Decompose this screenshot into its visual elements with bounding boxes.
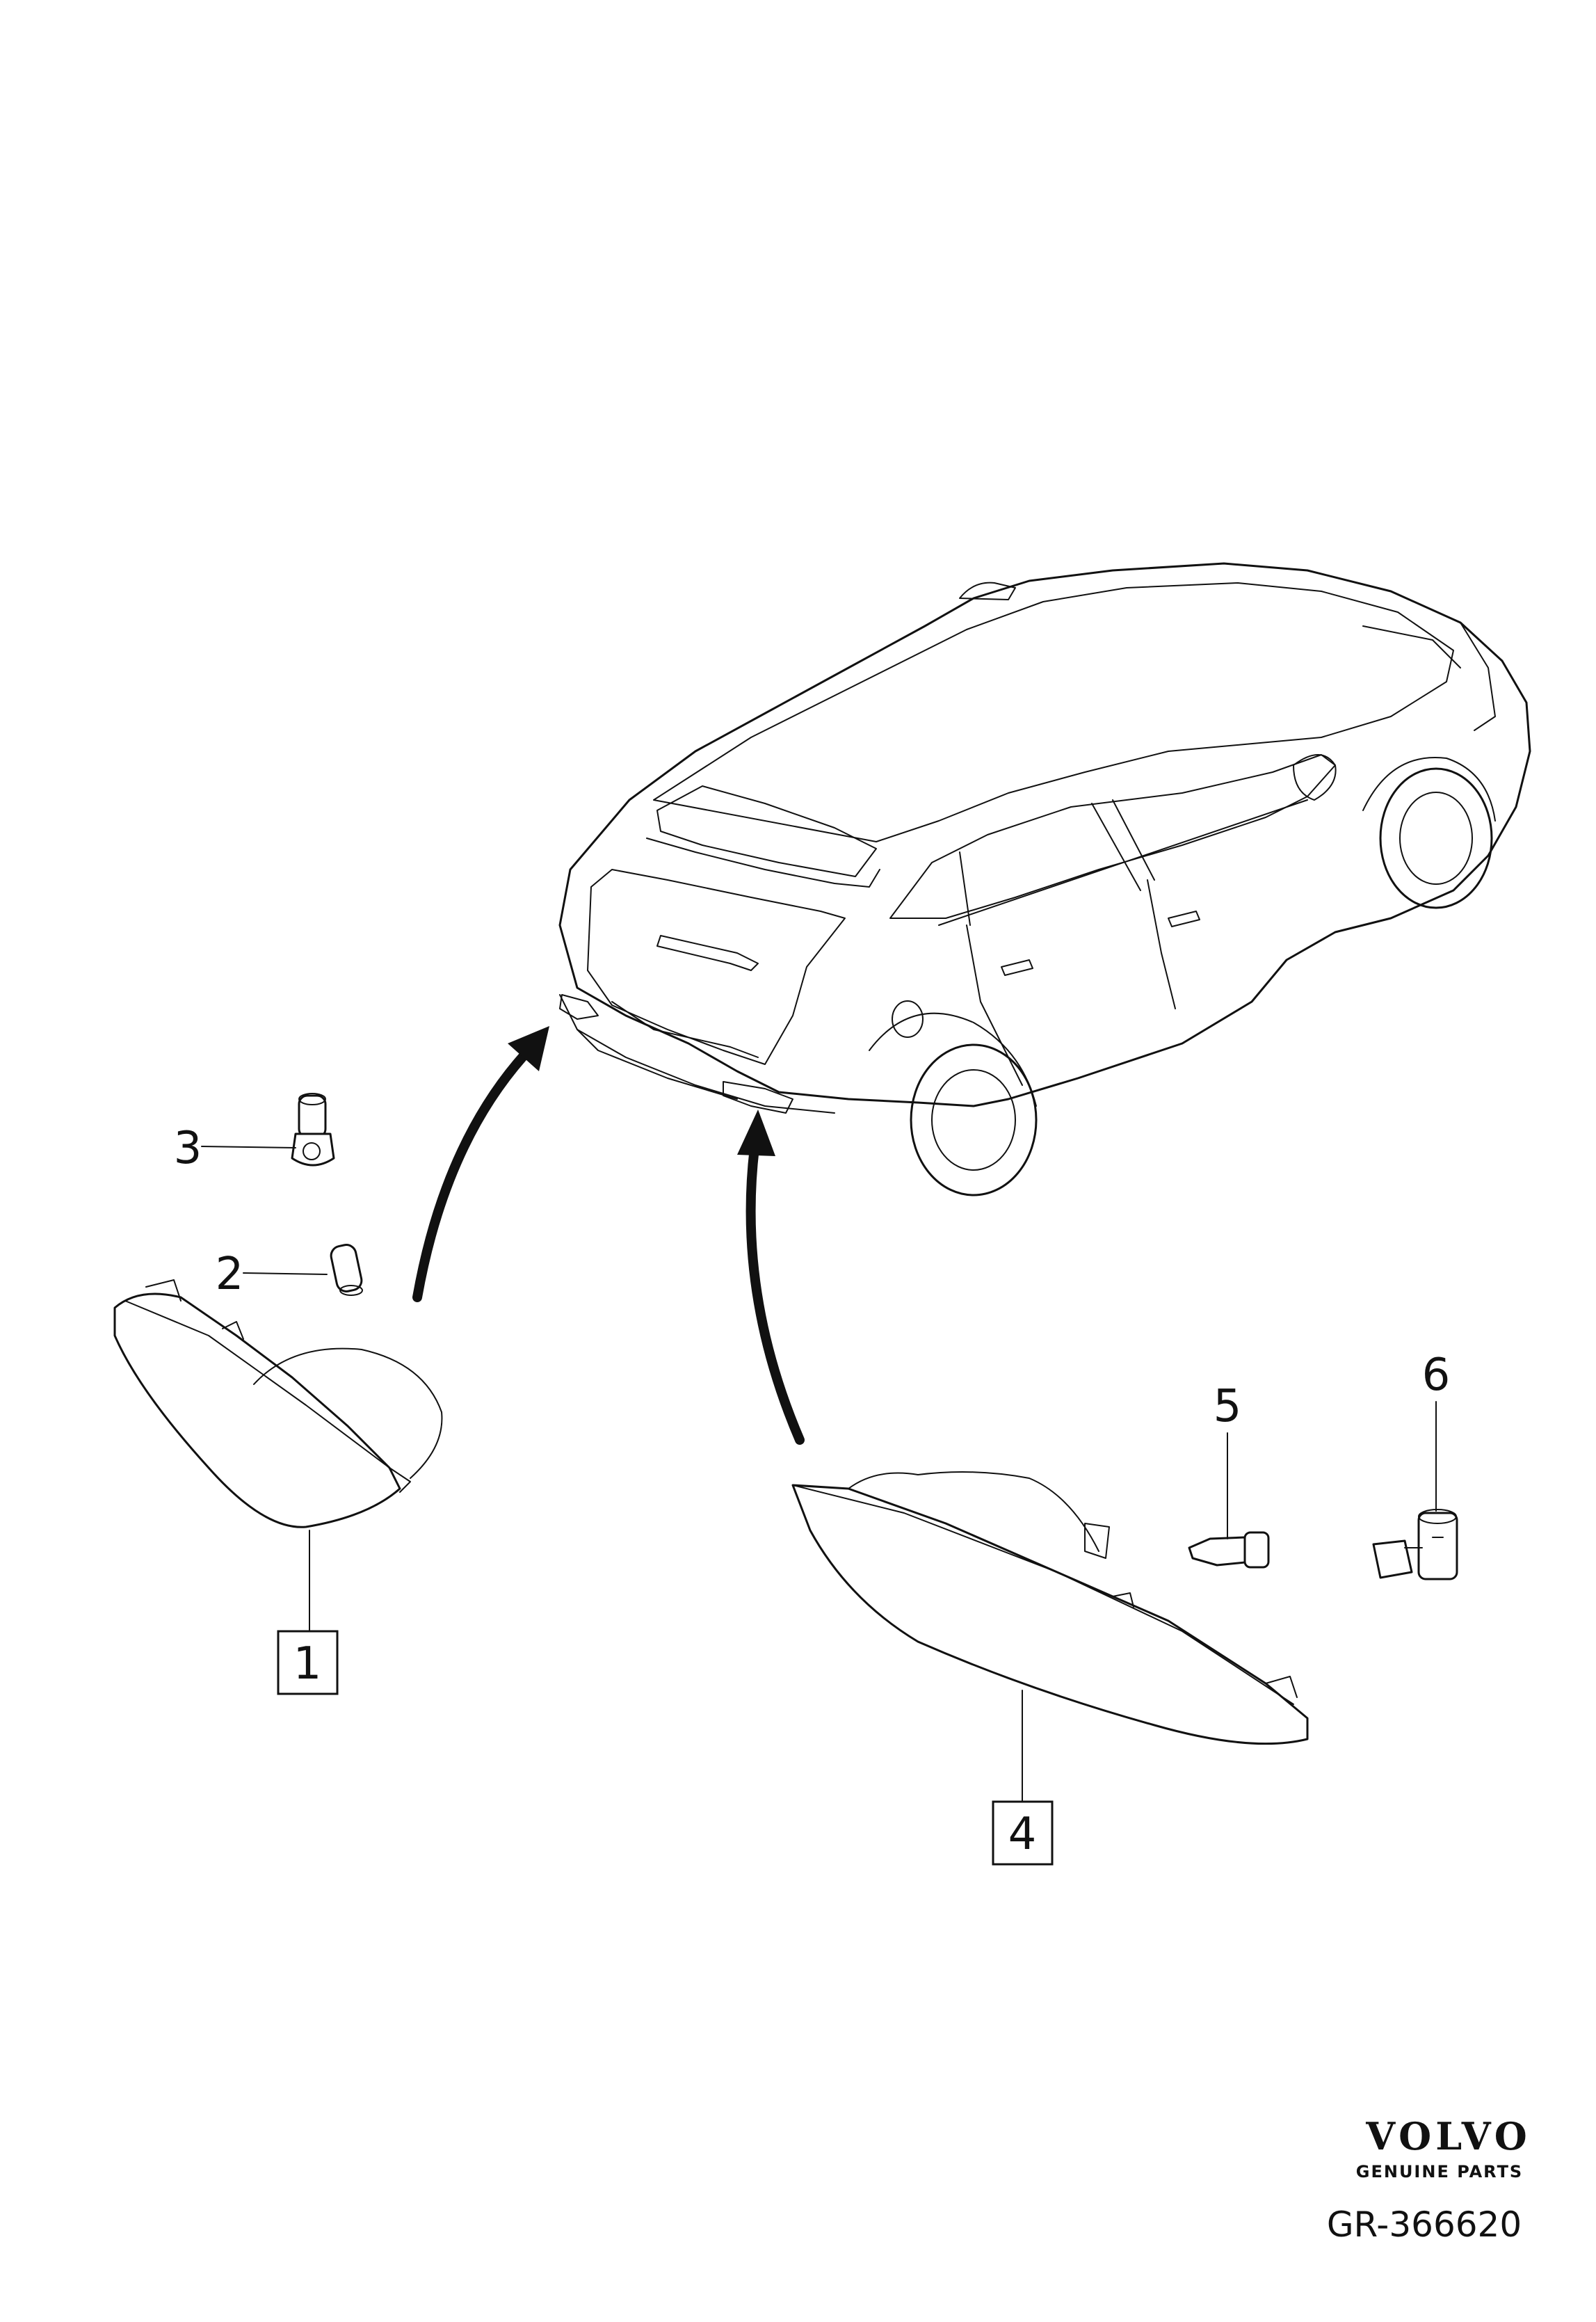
callout-box-1 bbox=[277, 1630, 339, 1695]
callout-label-6: 6 bbox=[1422, 1350, 1451, 1401]
arrow-to-right-reflector bbox=[737, 1110, 805, 1445]
callout-label-2: 2 bbox=[216, 1249, 244, 1300]
callout-label-4: 4 bbox=[1008, 1809, 1037, 1860]
callout-label-1: 1 bbox=[293, 1638, 322, 1690]
socket-part-3 bbox=[291, 1093, 335, 1167]
genuine-parts-tagline: GENUINE PARTS bbox=[1356, 2162, 1523, 2181]
leader-line-2 bbox=[243, 1272, 328, 1275]
socket-part-6 bbox=[1372, 1509, 1458, 1580]
bulb-part-2 bbox=[330, 1244, 363, 1296]
car-illustration bbox=[558, 562, 1531, 1196]
left-reflector-part bbox=[113, 1279, 443, 1528]
callout-label-5: 5 bbox=[1214, 1381, 1242, 1432]
callout-label-3: 3 bbox=[174, 1123, 202, 1174]
leader-line-3 bbox=[201, 1146, 296, 1148]
callout-box-4 bbox=[992, 1800, 1054, 1866]
arrow-to-left-reflector bbox=[412, 1026, 549, 1302]
right-reflector-part bbox=[791, 1471, 1309, 1745]
diagram-reference-number: GR-366620 bbox=[1327, 2204, 1522, 2245]
volvo-logo: VOLVO bbox=[1365, 2114, 1531, 2159]
bulb-part-5 bbox=[1188, 1531, 1270, 1569]
